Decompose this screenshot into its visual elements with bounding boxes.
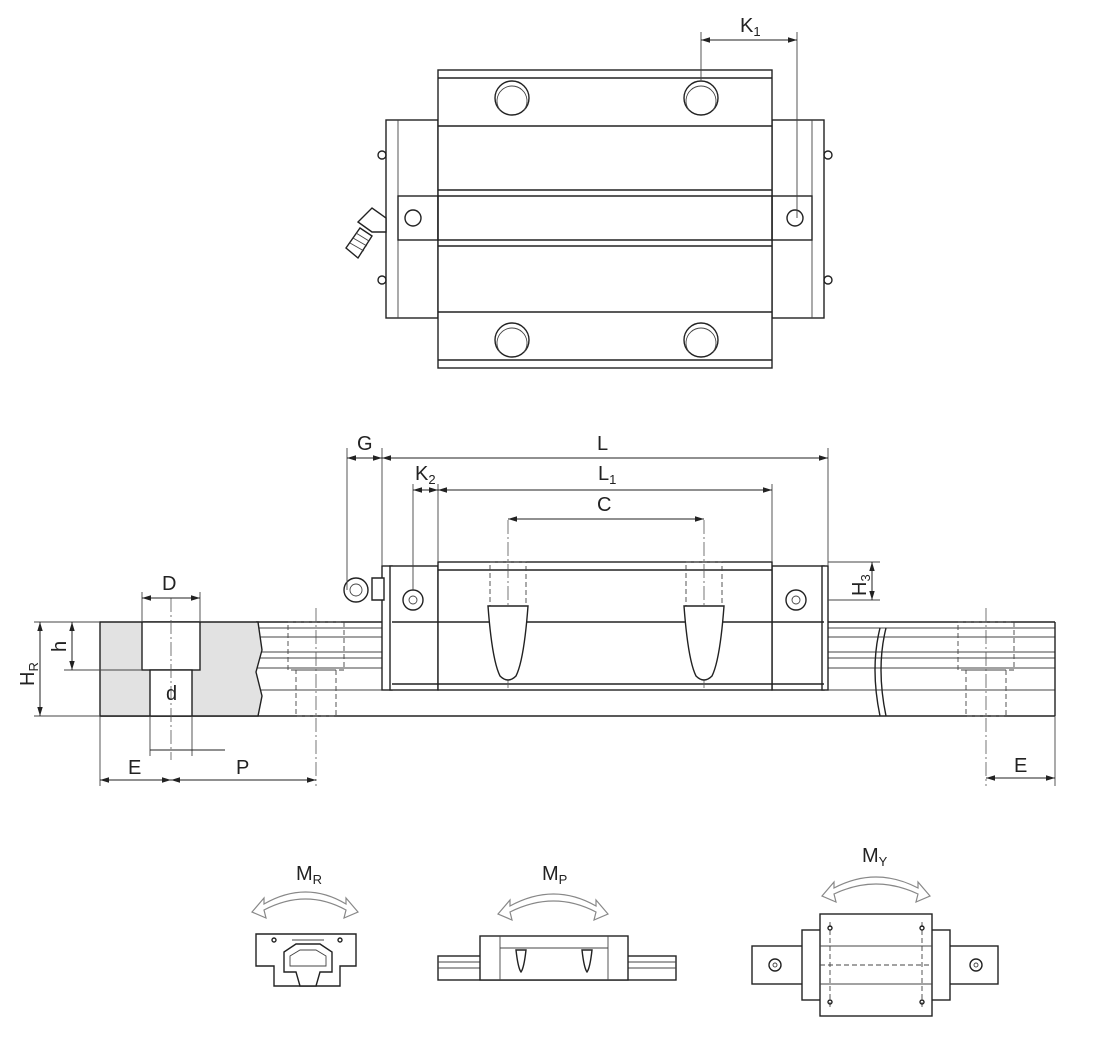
rotation-arrow-icon bbox=[821, 876, 931, 904]
l-label: L bbox=[597, 433, 608, 455]
grease-nipple-icon bbox=[345, 207, 387, 260]
e-left-label: E bbox=[128, 757, 141, 779]
e-right-label: E bbox=[1014, 755, 1027, 777]
d-upper-label: D bbox=[162, 573, 176, 595]
moment-mp-diagram: MP bbox=[437, 863, 677, 981]
l1-label: L1 bbox=[598, 463, 616, 487]
moment-my-diagram: MY bbox=[751, 845, 999, 1017]
top-view: K1 bbox=[345, 15, 833, 369]
rotation-arrow-icon bbox=[497, 893, 609, 922]
g-label: G bbox=[357, 433, 373, 455]
moment-mr-diagram: MR bbox=[251, 863, 359, 987]
d-lower-label: d bbox=[166, 683, 177, 705]
p-label: P bbox=[236, 757, 249, 779]
side-view: G L K2 L1 C H3 D h HR d bbox=[17, 433, 1056, 786]
h-label: h bbox=[49, 641, 71, 652]
hr-label: HR bbox=[17, 662, 41, 686]
c-label: C bbox=[597, 494, 611, 516]
my-label: MY bbox=[862, 845, 888, 869]
k1-label: K1 bbox=[740, 15, 761, 39]
k2-label: K2 bbox=[415, 463, 436, 487]
mp-label: MP bbox=[542, 863, 567, 887]
rotation-arrow-icon bbox=[251, 891, 359, 920]
mr-label: MR bbox=[296, 863, 322, 887]
h3-label: H3 bbox=[849, 574, 873, 596]
grease-nipple-side-icon bbox=[343, 577, 385, 603]
